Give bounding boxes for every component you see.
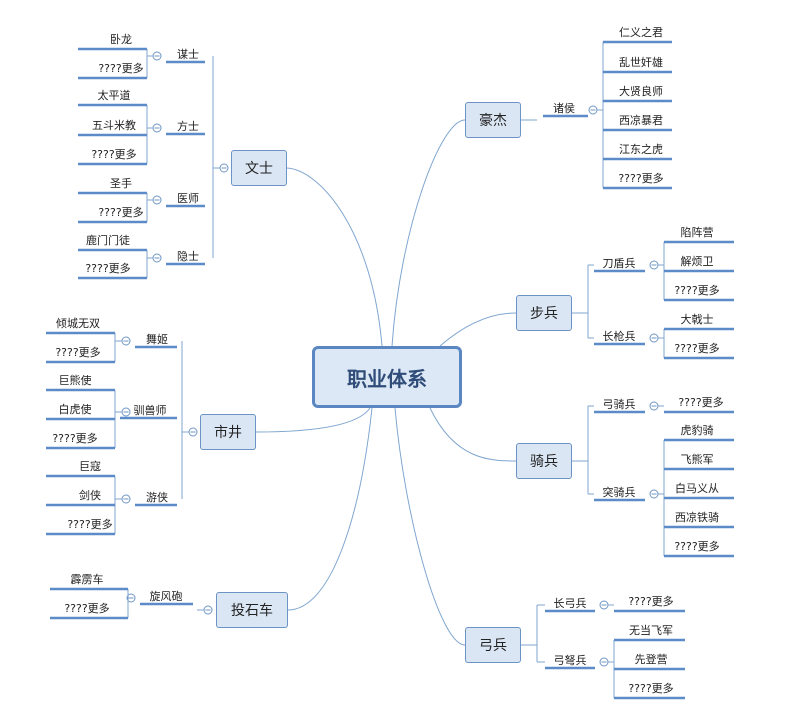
topic-gongbing[interactable]: 弓兵 <box>465 627 521 663</box>
collapse-toggle-icon[interactable] <box>188 427 198 437</box>
leaf-label[interactable]: 虎豹骑 <box>681 424 714 437</box>
leaf-label[interactable]: 倾城无双 <box>56 317 100 330</box>
leaf-label[interactable]: ????更多 <box>67 517 112 531</box>
subtopic-label[interactable]: 刀盾兵 <box>603 257 636 270</box>
leaf-label[interactable]: ????更多 <box>98 61 143 75</box>
collapse-toggle-icon[interactable] <box>599 600 609 610</box>
leaf-label[interactable]: 大戟士 <box>681 312 714 326</box>
subtopic-label[interactable]: 医师 <box>177 192 199 205</box>
connector-line <box>255 407 371 433</box>
leaf-label[interactable]: ????更多 <box>55 345 100 359</box>
leaf-label[interactable]: ????更多 <box>85 261 130 275</box>
collapse-toggle-icon[interactable] <box>649 401 659 411</box>
leaf-label[interactable]: 剑侠 <box>79 488 101 502</box>
collapse-toggle-icon[interactable] <box>152 195 162 205</box>
collapse-toggle-icon[interactable] <box>649 489 659 499</box>
leaf-label[interactable]: 白马义从 <box>675 481 719 495</box>
leaf-label[interactable]: 巨寇 <box>79 459 101 473</box>
connector-line <box>286 167 383 347</box>
collapse-toggle-icon[interactable] <box>121 494 131 504</box>
leaf-label[interactable]: ????更多 <box>628 594 673 608</box>
collapse-toggle-icon[interactable] <box>121 407 131 417</box>
leaf-label[interactable]: ????更多 <box>98 205 143 219</box>
leaf-label[interactable]: ????更多 <box>674 341 719 355</box>
subtopic-label[interactable]: 弓弩兵 <box>554 653 587 667</box>
subtopic-label[interactable]: 隐士 <box>177 250 199 263</box>
leaf-label[interactable]: 白虎使 <box>59 402 92 416</box>
leaf-label[interactable]: 飞熊军 <box>681 452 714 466</box>
leaf-label[interactable]: ????更多 <box>674 539 719 553</box>
topic-bubing[interactable]: 步兵 <box>516 295 572 331</box>
leaf-label[interactable]: ????更多 <box>64 601 109 615</box>
topic-wenshi[interactable]: 文士 <box>231 150 287 186</box>
connector-line <box>391 119 466 347</box>
connector-line <box>394 407 466 646</box>
subtopic-label[interactable]: 突骑兵 <box>603 485 636 499</box>
subtopic-label[interactable]: 游侠 <box>146 491 168 504</box>
leaf-label[interactable]: 巨熊使 <box>59 373 92 387</box>
collapse-toggle-icon[interactable] <box>152 51 162 61</box>
topic-haojie[interactable]: 豪杰 <box>465 102 521 138</box>
subtopic-label[interactable]: 旋风砲 <box>150 589 183 603</box>
leaf-label[interactable]: 圣手 <box>110 176 132 190</box>
subtopic-label[interactable]: 弓骑兵 <box>603 398 636 411</box>
subtopic-label[interactable]: 驯兽师 <box>134 403 167 417</box>
leaf-label[interactable]: ????更多 <box>91 147 136 161</box>
connector-line <box>439 312 517 347</box>
leaf-label[interactable]: 先登营 <box>635 652 668 666</box>
leaf-label[interactable]: 陷阵营 <box>681 225 714 239</box>
leaf-label[interactable]: 五斗米教 <box>92 119 136 132</box>
subtopic-label[interactable]: 诸侯 <box>553 101 575 115</box>
connector-line <box>429 407 517 462</box>
topic-shijing[interactable]: 市井 <box>200 414 256 450</box>
collapse-toggle-icon[interactable] <box>649 260 659 270</box>
topic-qibing[interactable]: 骑兵 <box>516 443 572 479</box>
collapse-toggle-icon[interactable] <box>649 333 659 343</box>
collapse-toggle-icon[interactable] <box>599 657 609 667</box>
central-topic[interactable]: 职业体系 <box>312 346 462 408</box>
leaf-label[interactable]: 鹿门门徒 <box>86 233 130 247</box>
leaf-label[interactable]: 无当飞军 <box>629 623 673 637</box>
leaf-label[interactable]: ????更多 <box>674 283 719 297</box>
leaf-label[interactable]: 卧龙 <box>110 33 132 46</box>
topic-toushiche[interactable]: 投石车 <box>216 592 288 628</box>
leaf-label[interactable]: 霹雳车 <box>71 572 104 586</box>
subtopic-label[interactable]: 长弓兵 <box>554 597 587 610</box>
leaf-label[interactable]: ????更多 <box>618 171 663 185</box>
subtopic-label[interactable]: 长枪兵 <box>603 329 636 343</box>
collapse-toggle-icon[interactable] <box>121 336 131 346</box>
connector-line <box>287 407 373 611</box>
leaf-label[interactable]: ????更多 <box>628 681 673 695</box>
leaf-label[interactable]: 解烦卫 <box>681 254 714 268</box>
collapse-toggle-icon[interactable] <box>152 253 162 263</box>
leaf-label[interactable]: 大贤良师 <box>619 84 663 98</box>
collapse-toggle-icon[interactable] <box>588 105 598 115</box>
leaf-label[interactable]: ????更多 <box>678 395 723 409</box>
leaf-label[interactable]: 西凉铁骑 <box>675 510 719 524</box>
subtopic-label[interactable]: 舞姬 <box>146 333 168 346</box>
leaf-label[interactable]: 江东之虎 <box>619 142 663 156</box>
leaf-label[interactable]: ????更多 <box>52 431 97 445</box>
subtopic-label[interactable]: 谋士 <box>177 48 199 61</box>
collapse-toggle-icon[interactable] <box>152 123 162 133</box>
collapse-toggle-icon[interactable] <box>219 163 229 173</box>
leaf-label[interactable]: 太平道 <box>98 88 131 102</box>
leaf-label[interactable]: 乱世奸雄 <box>619 55 663 69</box>
leaf-label[interactable]: 仁义之君 <box>619 25 663 39</box>
leaf-label[interactable]: 西凉暴君 <box>619 113 663 127</box>
collapse-toggle-icon[interactable] <box>203 605 213 615</box>
subtopic-label[interactable]: 方士 <box>177 119 199 133</box>
